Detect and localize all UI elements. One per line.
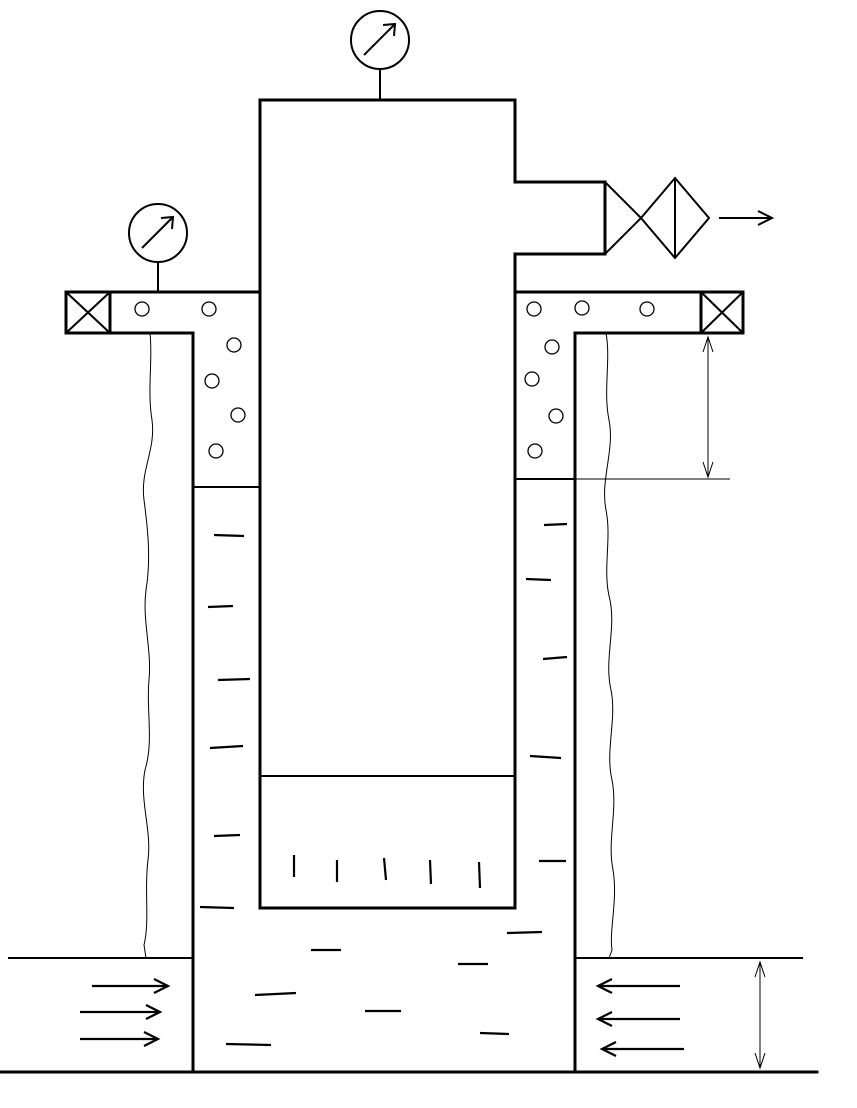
water-bottom-tank: [225, 930, 543, 1047]
wavy-wall-right: [604, 332, 616, 959]
wavy-wall-left: [142, 332, 154, 959]
gas-bubbles-right: [524, 300, 655, 459]
gas-bubbles-left: [134, 301, 246, 459]
left-seal-arm: [64, 290, 262, 1074]
inlet-flow-arrows-left-icon: [80, 978, 171, 1047]
inlet-flow-arrows-right-icon: [595, 978, 684, 1057]
right-seal-arm: [513, 290, 745, 1074]
water-level-dimension: [754, 960, 766, 1070]
gas-holder-bell: [258, 98, 607, 910]
water-right-annulus: [525, 522, 568, 863]
outlet-filter-icon: [639, 176, 711, 260]
pressure-gauge-top-icon: [350, 10, 410, 100]
seal-height-dimension: [575, 335, 730, 480]
left-shutoff-valve-icon: [64, 290, 112, 335]
pressure-gauge-left-icon: [128, 203, 188, 291]
right-shutoff-valve-icon: [699, 290, 745, 335]
outlet-arrow-icon: [719, 210, 775, 226]
outlet-valve-icon: [603, 180, 642, 256]
outer-water-surface: [0, 957, 819, 1074]
water-left-annulus: [199, 533, 251, 910]
